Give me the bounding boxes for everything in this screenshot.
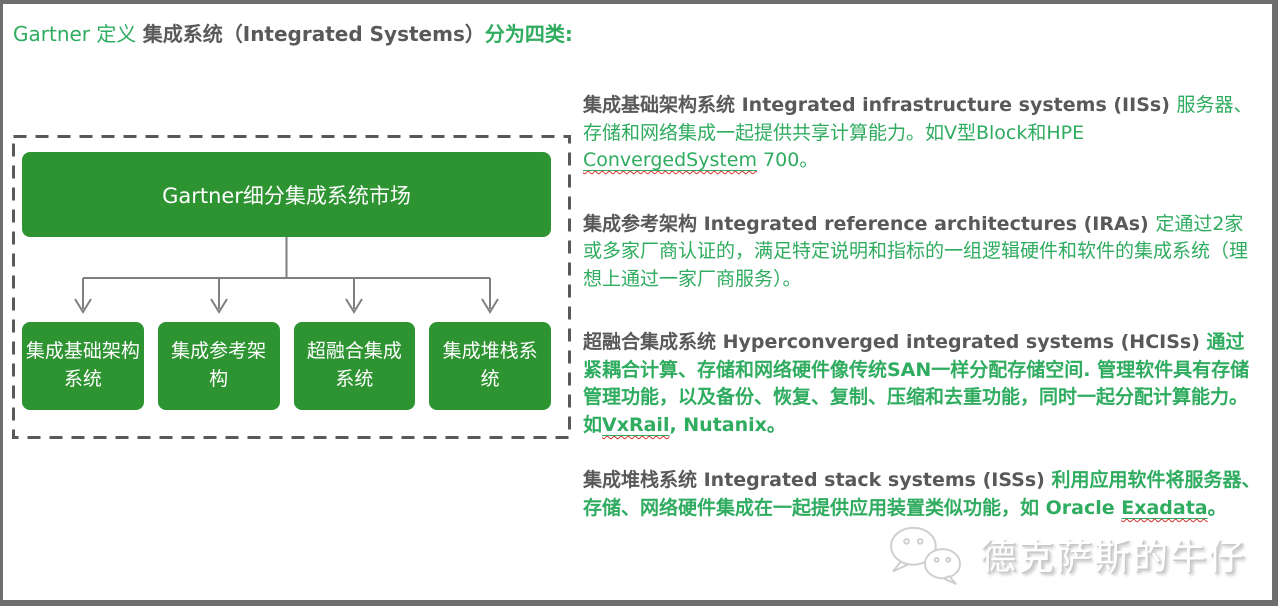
text-run: Oracle — [1045, 497, 1122, 520]
definition-iss: 集成堆栈系统 Integrated stack systems (ISSs) 利… — [583, 467, 1261, 522]
watermark-text: 德克萨斯的牛仔 — [979, 537, 1246, 578]
text-run: 分为四类: — [484, 22, 573, 46]
definition-iis: 集成基础架构系统 Integrated infrastructure syste… — [583, 92, 1261, 175]
diagram-node-ira: 集成参考架 构 — [157, 322, 280, 410]
text-run: 700。 — [757, 149, 819, 172]
text-run: 。 — [1207, 497, 1227, 520]
connector-arrows — [74, 237, 499, 314]
text-run: 超融合集成系统 Hyperconverged integrated system… — [583, 331, 1207, 354]
text-run: 定通过2家或多家厂商认证的，满足特定说明和指标的一组逻辑硬件和软件的集成系统（理… — [583, 212, 1249, 290]
diagram-root-node: Gartner细分集成系统市场 — [22, 152, 551, 237]
diagram-node-hcis: 超融合集成 系统 — [293, 322, 416, 410]
watermark: 德克萨斯的牛仔 — [882, 520, 1246, 588]
text-run: VxRail — [602, 413, 670, 436]
definition-hcis: 超融合集成系统 Hyperconverged integrated system… — [583, 329, 1261, 439]
diagram-node-iss: 集成堆栈系 统 — [429, 322, 551, 410]
text-run: Exadata — [1121, 497, 1208, 520]
text-run: 服务器、存储和网络集成一起提供共享计算能力。如V型Block和HPE — [583, 94, 1253, 144]
text-run: 利用应用软件将服务器、存储、网络硬件集成在一起提供应用装置类似功能，如 — [583, 469, 1261, 520]
text-run: Gartner 定义 — [13, 22, 143, 46]
text-run: 集成系统（Integrated Systems） — [142, 22, 485, 46]
text-run: 集成参考架构 Integrated reference architecture… — [583, 212, 1156, 235]
definition-ira: 集成参考架构 Integrated reference architecture… — [583, 211, 1261, 294]
text-run: 集成堆栈系统 Integrated stack systems (ISSs) — [583, 469, 1052, 492]
diagram-node-iis: 集成基础架构 系统 — [22, 322, 144, 410]
diagram-children-row: 集成基础架构 系统 集成参考架 构 超融合集成 系统 集成堆栈系 统 — [22, 322, 551, 410]
text-run: ConvergedSystem — [583, 149, 758, 172]
page-title: Gartner 定义 集成系统（Integrated Systems）分为四类: — [13, 20, 573, 48]
wechat-icon — [890, 526, 961, 585]
text-run: , Nutanix。 — [669, 413, 786, 436]
text-run: 通过紧耦合计算、存储和网络硬件像传统SAN一样分配存储空间. 管理软件具有存储管… — [583, 331, 1250, 436]
diagram-dashed-border — [12, 135, 571, 439]
definitions-column: 集成基础架构系统 Integrated infrastructure syste… — [583, 92, 1261, 523]
text-run: 集成基础架构系统 Integrated infrastructure syste… — [583, 94, 1177, 116]
